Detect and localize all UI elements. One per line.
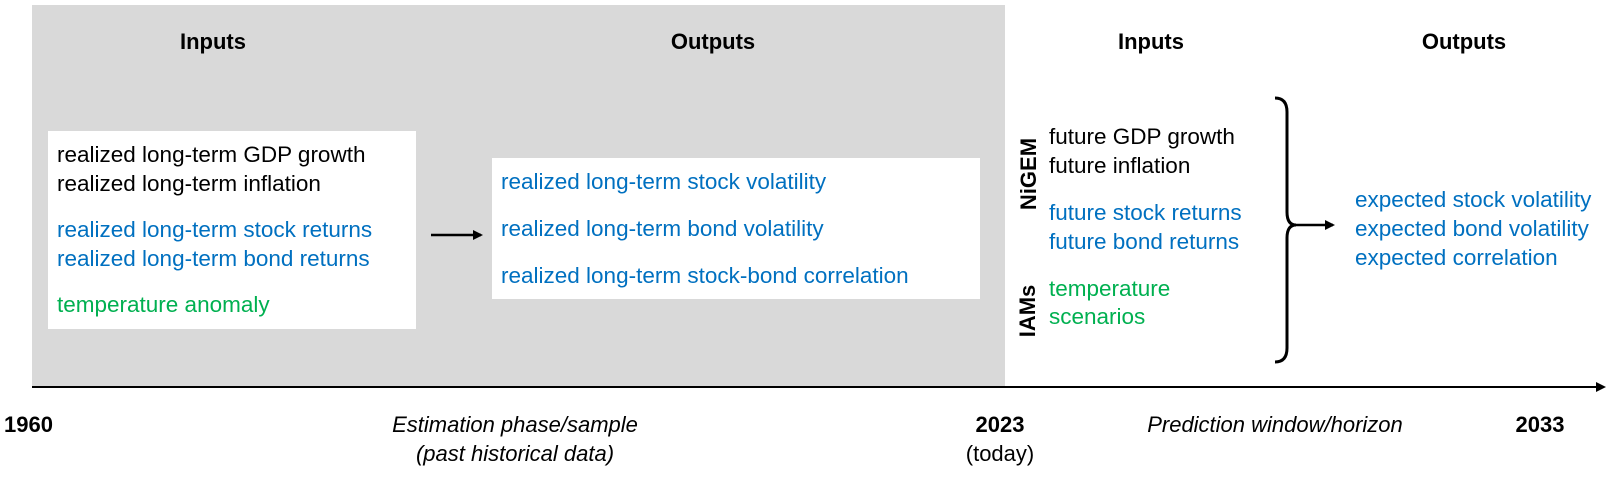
input-bond-returns: realized long-term bond returns xyxy=(57,246,370,271)
expected-bond-volatility: expected bond volatility xyxy=(1355,216,1589,241)
estimation-inputs-box: realized long-term GDP growth realized l… xyxy=(48,131,416,329)
temperature-label: temperature xyxy=(1049,276,1171,301)
expected-stock-volatility: expected stock volatility xyxy=(1355,187,1592,212)
nigem-label: NiGEM xyxy=(1016,137,1041,211)
output-stock-bond-correlation: realized long-term stock-bond correlatio… xyxy=(501,263,909,288)
timeline-today-year: 2023 xyxy=(975,412,1025,437)
input-inflation: realized long-term inflation xyxy=(57,171,321,196)
input-temperature-anomaly: temperature anomaly xyxy=(57,292,270,317)
timeline-start-year: 1960 xyxy=(4,412,53,437)
input-stock-returns: realized long-term stock returns xyxy=(57,217,373,242)
timeline-today-note: (today) xyxy=(965,441,1035,466)
estimation-outputs-box: realized long-term stock volatility real… xyxy=(492,158,980,299)
iams-label: IAMs xyxy=(1015,284,1040,338)
prediction-inputs-header: Inputs xyxy=(1118,29,1184,54)
future-bond-returns: future bond returns xyxy=(1049,229,1240,254)
expected-correlation: expected correlation xyxy=(1355,245,1558,270)
future-stock-returns: future stock returns xyxy=(1049,200,1242,225)
input-gdp-growth: realized long-term GDP growth xyxy=(57,142,366,167)
future-gdp-growth: future GDP growth xyxy=(1049,124,1235,149)
scenarios-label: scenarios xyxy=(1049,304,1146,329)
output-stock-volatility: realized long-term stock volatility xyxy=(501,169,827,194)
future-inflation: future inflation xyxy=(1049,153,1191,178)
estimation-outputs-header: Outputs xyxy=(670,29,756,54)
prediction-inputs-brace xyxy=(1274,96,1297,364)
estimation-phase-label: Estimation phase/sample xyxy=(392,412,638,437)
prediction-outputs-header: Outputs xyxy=(1421,29,1507,54)
output-bond-volatility: realized long-term bond volatility xyxy=(501,216,824,241)
timeline-end-year: 2033 xyxy=(1515,412,1565,437)
prediction-window-label: Prediction window/horizon xyxy=(1147,412,1403,437)
estimation-phase-sublabel: (past historical data) xyxy=(415,441,615,466)
estimation-inputs-header: Inputs xyxy=(180,29,246,54)
